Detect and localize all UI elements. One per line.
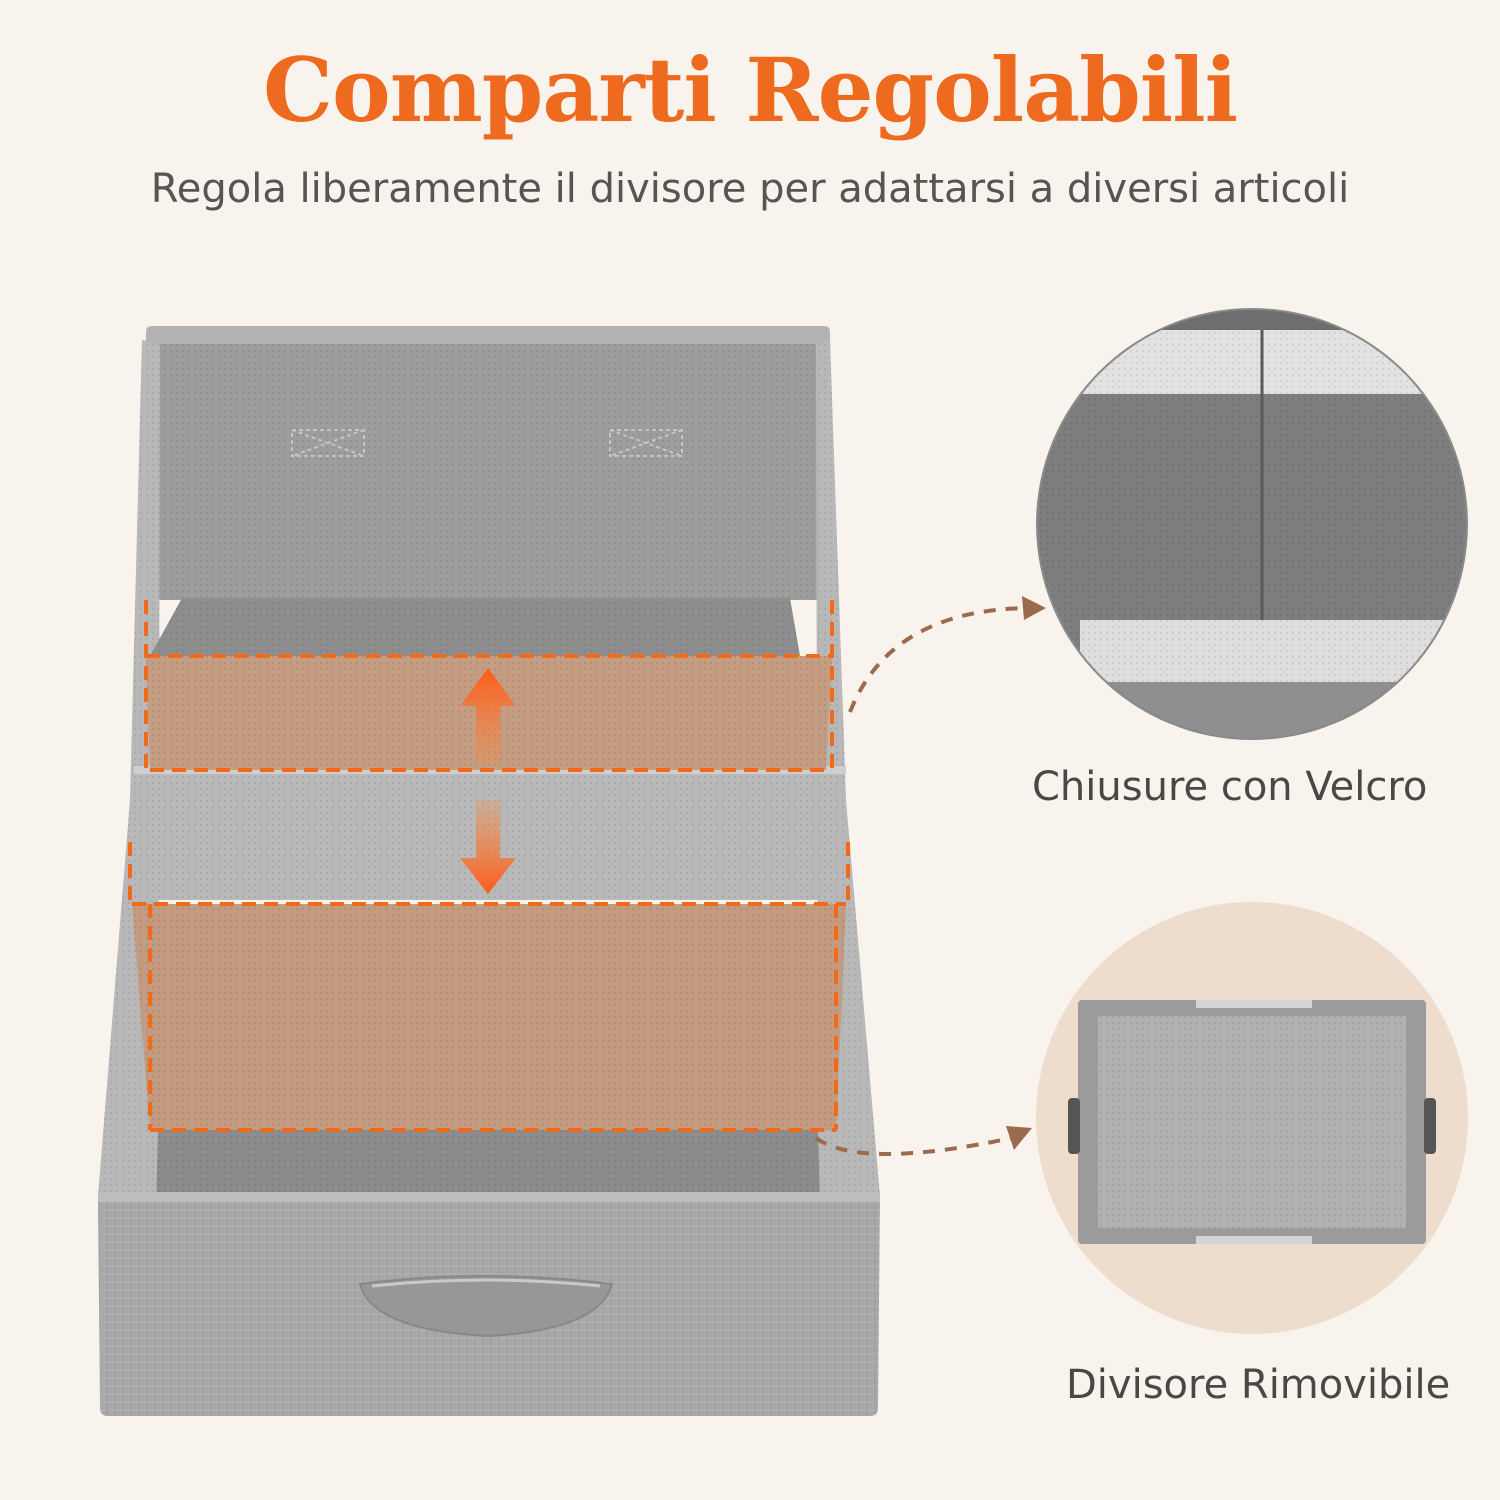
velcro-patch-left: [291, 429, 365, 457]
connector-velcro: [848, 606, 1029, 713]
lower-divider-highlight: [128, 842, 850, 1132]
velcro-caption: Chiusure con Velcro: [1032, 764, 1428, 810]
arrow-up-icon: [460, 668, 516, 764]
divider-caption: Divisore Rimovibile: [1066, 1362, 1451, 1408]
velcro-closeup: [1036, 308, 1468, 740]
page-title: Comparti Regolabili: [262, 38, 1238, 142]
arrow-down-icon: [460, 800, 516, 894]
box-handle: [358, 1275, 614, 1338]
connector-divider: [814, 1136, 1013, 1156]
velcro-patch-right: [609, 429, 683, 457]
page-subtitle: Regola liberamente il divisore per adatt…: [150, 166, 1350, 212]
divider-closeup: [1036, 902, 1468, 1334]
